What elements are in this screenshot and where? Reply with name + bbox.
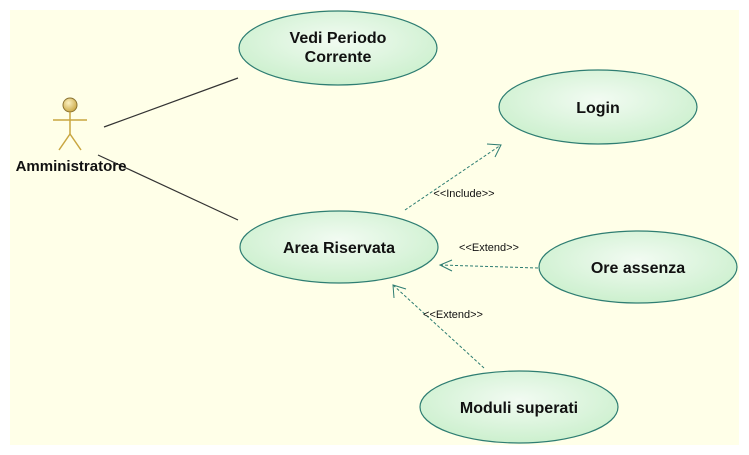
use-case-label: Login [576, 100, 620, 117]
association-area-riservata [97, 154, 239, 221]
extend-relationship-moduli [392, 284, 485, 369]
extend-relationship-ore [438, 259, 539, 272]
use-case-moduli-superati[interactable]: Moduli superati [419, 370, 619, 444]
use-case-area-riservata[interactable]: Area Riservata [239, 210, 439, 284]
use-case-label: Area Riservata [283, 240, 395, 257]
extend-label-ore: <<Extend>> [459, 242, 519, 254]
actor-amministratore[interactable]: Amministratore [16, 97, 127, 175]
use-case-label: Moduli superati [460, 400, 578, 417]
use-case-ore-assenza[interactable]: Ore assenza [538, 230, 738, 304]
include-relationship [404, 143, 502, 211]
association-vedi-periodo [103, 77, 239, 128]
use-case-label: Ore assenza [591, 260, 685, 277]
use-case-label-line1: Vedi Periodo [290, 30, 387, 47]
actor-left-leg [58, 133, 71, 151]
actor-head [62, 97, 78, 113]
use-case-login[interactable]: Login [498, 69, 698, 145]
actor-right-leg [69, 133, 82, 151]
actor-label: Amministratore [16, 158, 127, 175]
extend-label-moduli: <<Extend>> [423, 309, 483, 321]
include-label: <<Include>> [433, 188, 494, 200]
use-case-vedi-periodo-corrente[interactable]: Vedi Periodo Corrente [238, 10, 438, 86]
use-case-label-line2: Corrente [305, 49, 372, 66]
